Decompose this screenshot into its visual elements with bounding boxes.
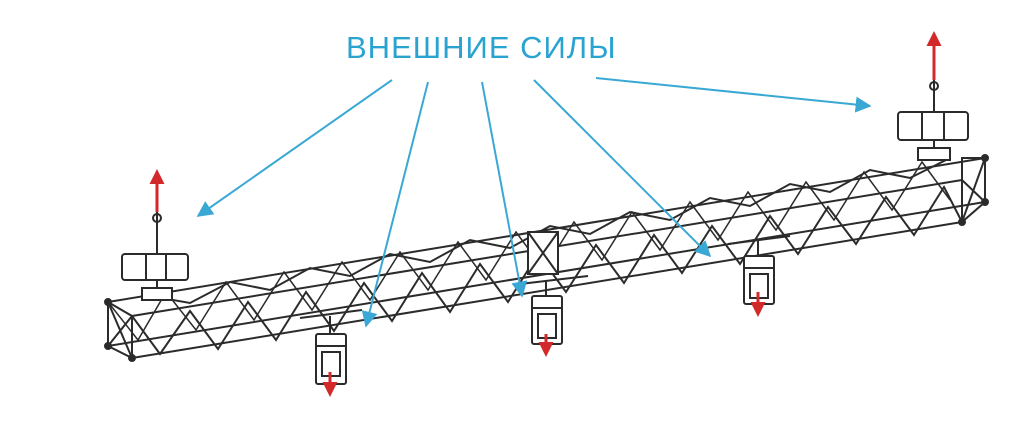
right-chain-hoist <box>897 80 969 161</box>
pointer-arrow-right-load <box>533 79 712 258</box>
left-chain-hoist <box>121 210 189 301</box>
pointer-arrow-left-hoist <box>196 79 393 217</box>
pointer-arrow-center-load <box>481 81 528 298</box>
right-hanging-load <box>743 240 775 305</box>
pointer-arrow-left-load <box>361 81 429 328</box>
pointer-arrow-right-hoist <box>595 77 872 113</box>
truss-beam <box>104 154 989 362</box>
diagram-title: ВНЕШНИЕ СИЛЫ <box>346 30 617 65</box>
